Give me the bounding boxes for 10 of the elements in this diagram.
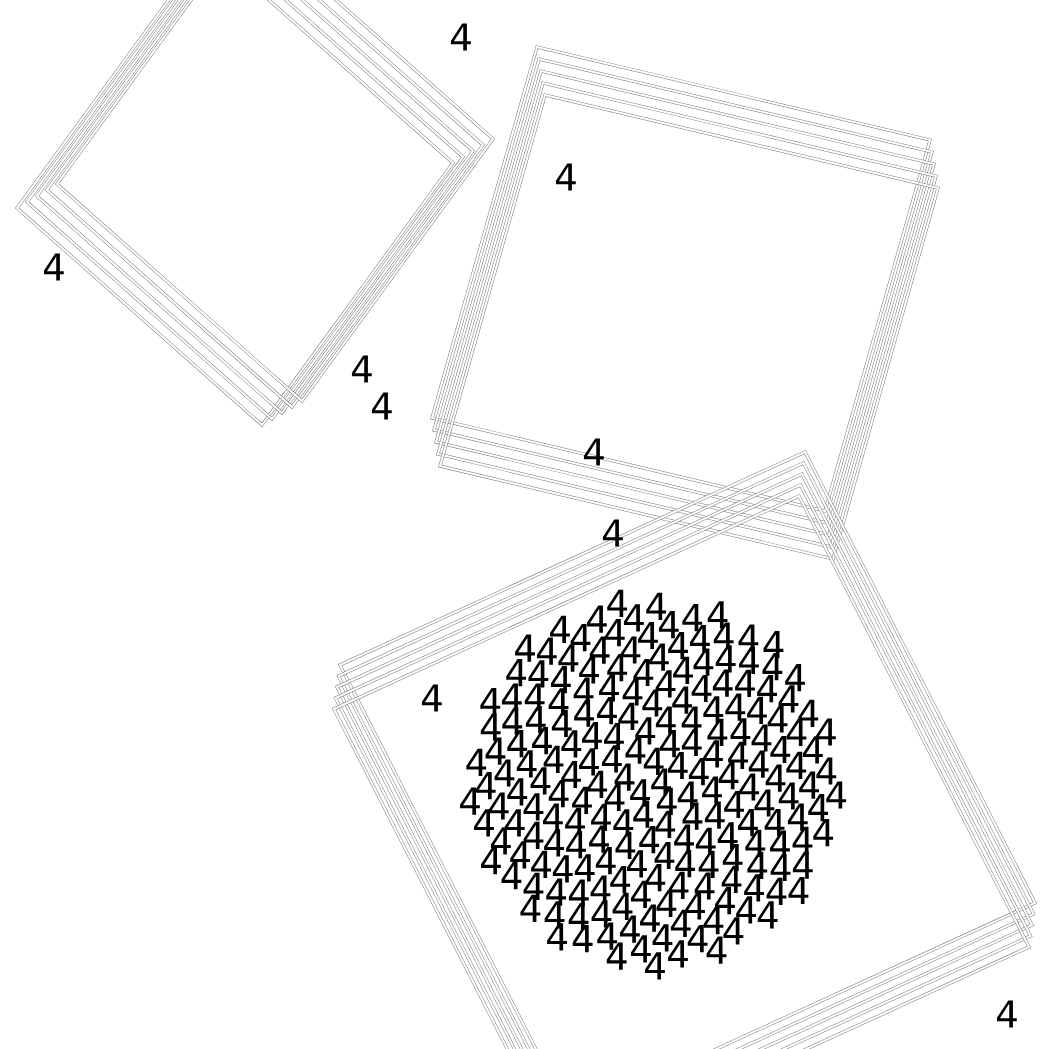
digit-label: 4 bbox=[583, 438, 604, 466]
digit-label: 4 bbox=[421, 684, 442, 712]
digit-label: 4 bbox=[351, 355, 372, 383]
digit-label: 4 bbox=[43, 253, 64, 281]
digit-label: 4 bbox=[371, 392, 392, 420]
digit-label: 4 bbox=[555, 163, 576, 191]
digit-label: 4 bbox=[450, 23, 471, 51]
digit-label: 4 bbox=[602, 519, 623, 547]
digit-label: 4 bbox=[480, 687, 501, 716]
digit-label: 4 bbox=[996, 1000, 1017, 1028]
